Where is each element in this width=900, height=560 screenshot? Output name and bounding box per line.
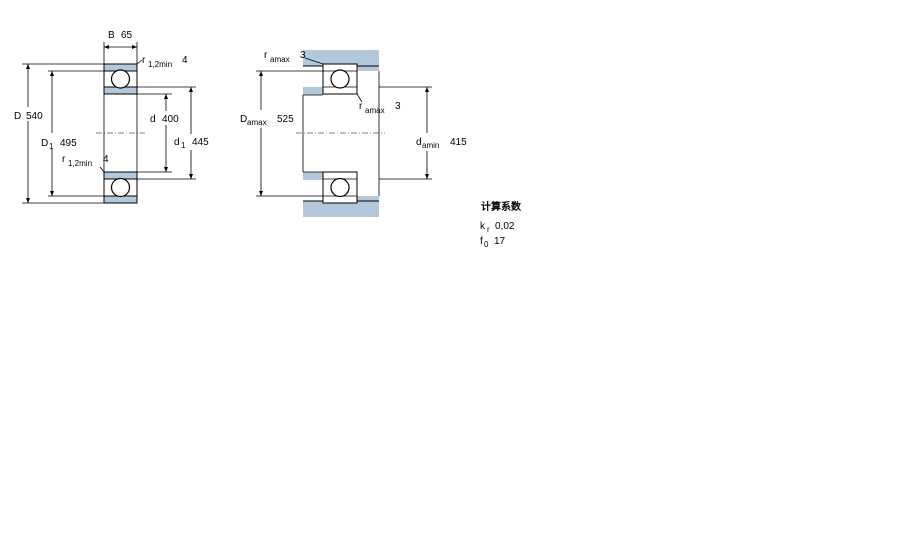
d-label: d — [150, 114, 156, 125]
d-value: 400 — [162, 114, 179, 125]
d1-value: 445 — [192, 137, 209, 148]
B-label: B — [108, 30, 115, 41]
f0-sub: 0 — [484, 240, 489, 249]
kr-sub: r — [487, 225, 490, 234]
da-sub: amin — [422, 141, 439, 150]
D-label: D — [14, 111, 21, 122]
housing-top — [303, 50, 379, 66]
r-top-sub: 1,2min — [148, 60, 172, 69]
dimension-D1: D 1 495 — [38, 70, 104, 197]
D1-sub: 1 — [49, 142, 54, 151]
housing-bottom — [303, 201, 379, 217]
ball-top — [110, 69, 131, 89]
da-value: 415 — [450, 137, 467, 148]
ra-mid-label: r — [359, 101, 363, 112]
ra-mid-value: 3 — [395, 101, 401, 112]
dimension-ra-top: r amax 3 — [264, 50, 324, 65]
B-value: 65 — [121, 30, 133, 41]
shaft-shoulder-top — [303, 87, 323, 95]
calc-factors: 计算系数 k r 0,02 f 0 17 — [480, 200, 522, 249]
r-bottom-sub: 1,2min — [68, 159, 92, 168]
ball-top-right — [330, 69, 350, 89]
d1-sub: 1 — [181, 141, 186, 150]
dimension-D: D 540 — [12, 63, 104, 204]
dimension-r-bottom: r 1,2min 4 — [62, 154, 109, 173]
shaft-shoulder-bottom — [303, 172, 323, 180]
f0-label: f — [480, 236, 483, 247]
dimension-B: B 65 — [103, 30, 138, 64]
ra-top-value: 3 — [300, 50, 306, 61]
kr-label: k — [480, 221, 486, 232]
dimension-d1: d 1 445 — [137, 86, 212, 180]
r-bottom-label: r — [62, 154, 66, 165]
f0-value: 17 — [494, 236, 506, 247]
dimension-d: d 400 — [137, 93, 184, 173]
Da-sub: amax — [247, 118, 267, 127]
d1-label: d — [174, 137, 180, 148]
calc-factors-title: 计算系数 — [481, 200, 522, 213]
ball-bottom — [110, 177, 131, 198]
D1-value: 495 — [60, 138, 77, 149]
D1-label: D — [41, 138, 48, 149]
kr-value: 0,02 — [495, 221, 515, 232]
dimension-da: d amin 415 — [379, 86, 472, 180]
mounting-section-right — [296, 50, 385, 217]
ball-bottom-right — [330, 177, 350, 198]
ra-top-label: r — [264, 50, 268, 61]
Da-label: D — [240, 114, 247, 125]
dimension-Da: D amax 525 — [236, 70, 323, 197]
r-bottom-value: 4 — [103, 154, 109, 165]
r-top-label: r — [142, 55, 146, 66]
dimension-ra-mid: r amax 3 — [356, 93, 401, 115]
dimension-r-top: r 1,2min 4 — [136, 55, 188, 69]
r-top-value: 4 — [182, 55, 188, 66]
D-value: 540 — [26, 111, 43, 122]
ra-mid-sub: amax — [365, 106, 385, 115]
da-label: d — [416, 137, 422, 148]
ra-top-sub: amax — [270, 55, 290, 64]
bearing-section-left — [96, 63, 145, 204]
housing-shoulder-bottom — [357, 196, 379, 203]
housing-shoulder-top — [357, 64, 379, 71]
Da-value: 525 — [277, 114, 294, 125]
